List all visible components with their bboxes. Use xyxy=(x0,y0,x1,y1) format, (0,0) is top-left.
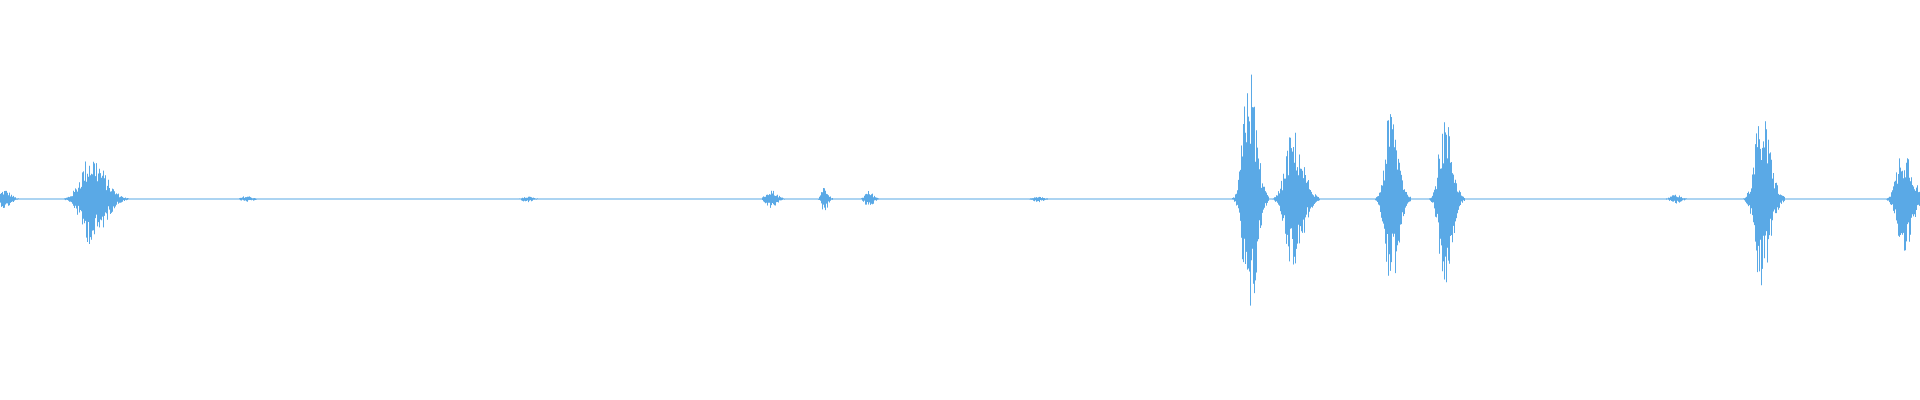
waveform-samples xyxy=(0,74,1920,306)
waveform-trace xyxy=(0,74,1920,306)
